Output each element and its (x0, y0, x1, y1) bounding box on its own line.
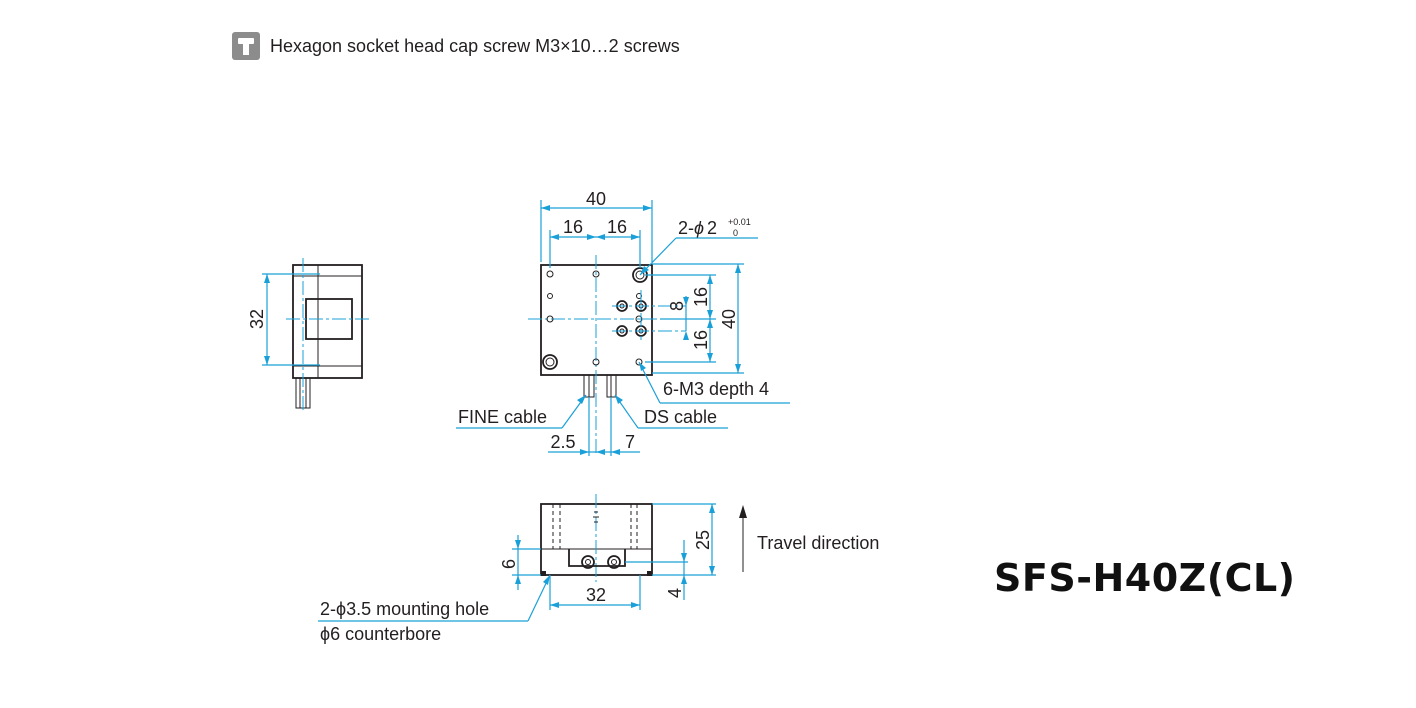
dim-cable-offset-left: 2.5 (550, 432, 575, 452)
callout-counterbore: ϕ6 counterbore (320, 624, 441, 644)
callout-mounting-hole: 2-ϕ3.5 mounting hole (320, 599, 489, 619)
screw-icon (232, 32, 260, 60)
dim-right-upper: 16 (691, 287, 711, 307)
dim-front-base: 6 (499, 559, 519, 569)
callout-ds-cable: DS cable (644, 407, 717, 427)
model-name: SFS-H40Z(CL) (994, 556, 1296, 600)
dim-right-height: 40 (719, 309, 739, 329)
side-view (262, 258, 372, 412)
dim-right-lower: 16 (691, 330, 711, 350)
pin-holes-prefix: 2- (678, 218, 694, 238)
callout-fine-cable: FINE cable (458, 407, 547, 427)
front-view (318, 494, 747, 622)
pin-holes-phi: ϕ (694, 218, 704, 238)
dim-top-half-right: 16 (607, 217, 627, 237)
dim-front-bottom: 4 (665, 588, 685, 598)
dim-top-half-left: 16 (563, 217, 583, 237)
legend: Hexagon socket head cap screw M3×10…2 sc… (232, 32, 680, 60)
top-view (456, 200, 790, 456)
callout-tapped-holes: 6-M3 depth 4 (663, 379, 769, 399)
dim-right-mid: 8 (667, 301, 687, 311)
dim-side-height: 32 (247, 309, 267, 329)
dim-top-width: 40 (586, 189, 606, 209)
pin-holes-size: 2 (707, 218, 717, 238)
dim-front-height: 25 (693, 530, 713, 550)
pin-holes-tol-lower: 0 (733, 228, 738, 238)
legend-text: Hexagon socket head cap screw M3×10…2 sc… (270, 35, 680, 56)
label-travel-direction: Travel direction (757, 533, 879, 553)
pin-holes-tol-upper: +0.01 (728, 217, 751, 227)
dim-cable-offset-right: 7 (625, 432, 635, 452)
dim-front-width: 32 (586, 585, 606, 605)
